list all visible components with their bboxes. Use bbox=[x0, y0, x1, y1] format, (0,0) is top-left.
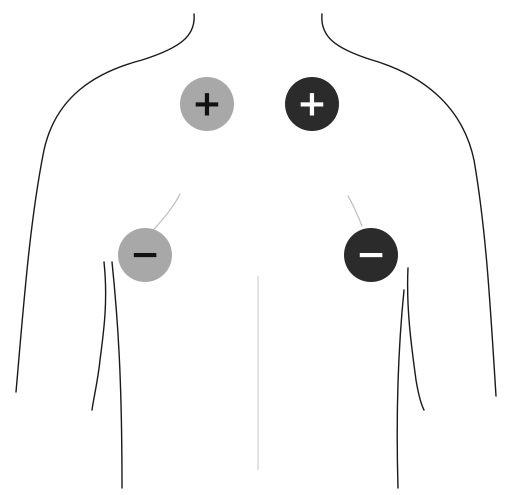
positive-electrode-upper-right: + bbox=[285, 77, 339, 131]
right-neck-shoulder-line bbox=[321, 13, 497, 397]
plus-icon: + bbox=[192, 84, 222, 125]
right-lead-wire bbox=[347, 195, 363, 227]
right-torso-side-line bbox=[406, 267, 425, 411]
right-torso-lower-line bbox=[396, 289, 405, 489]
left-torso-lower-line bbox=[111, 261, 123, 489]
minus-icon: − bbox=[356, 235, 386, 276]
minus-icon: − bbox=[130, 235, 160, 276]
negative-electrode-lower-right: − bbox=[344, 228, 398, 282]
plus-icon: + bbox=[297, 84, 327, 125]
left-neck-shoulder-line bbox=[15, 13, 195, 393]
positive-electrode-upper-left: + bbox=[180, 77, 234, 131]
left-torso-side-line bbox=[91, 261, 107, 411]
negative-electrode-lower-left: − bbox=[118, 228, 172, 282]
